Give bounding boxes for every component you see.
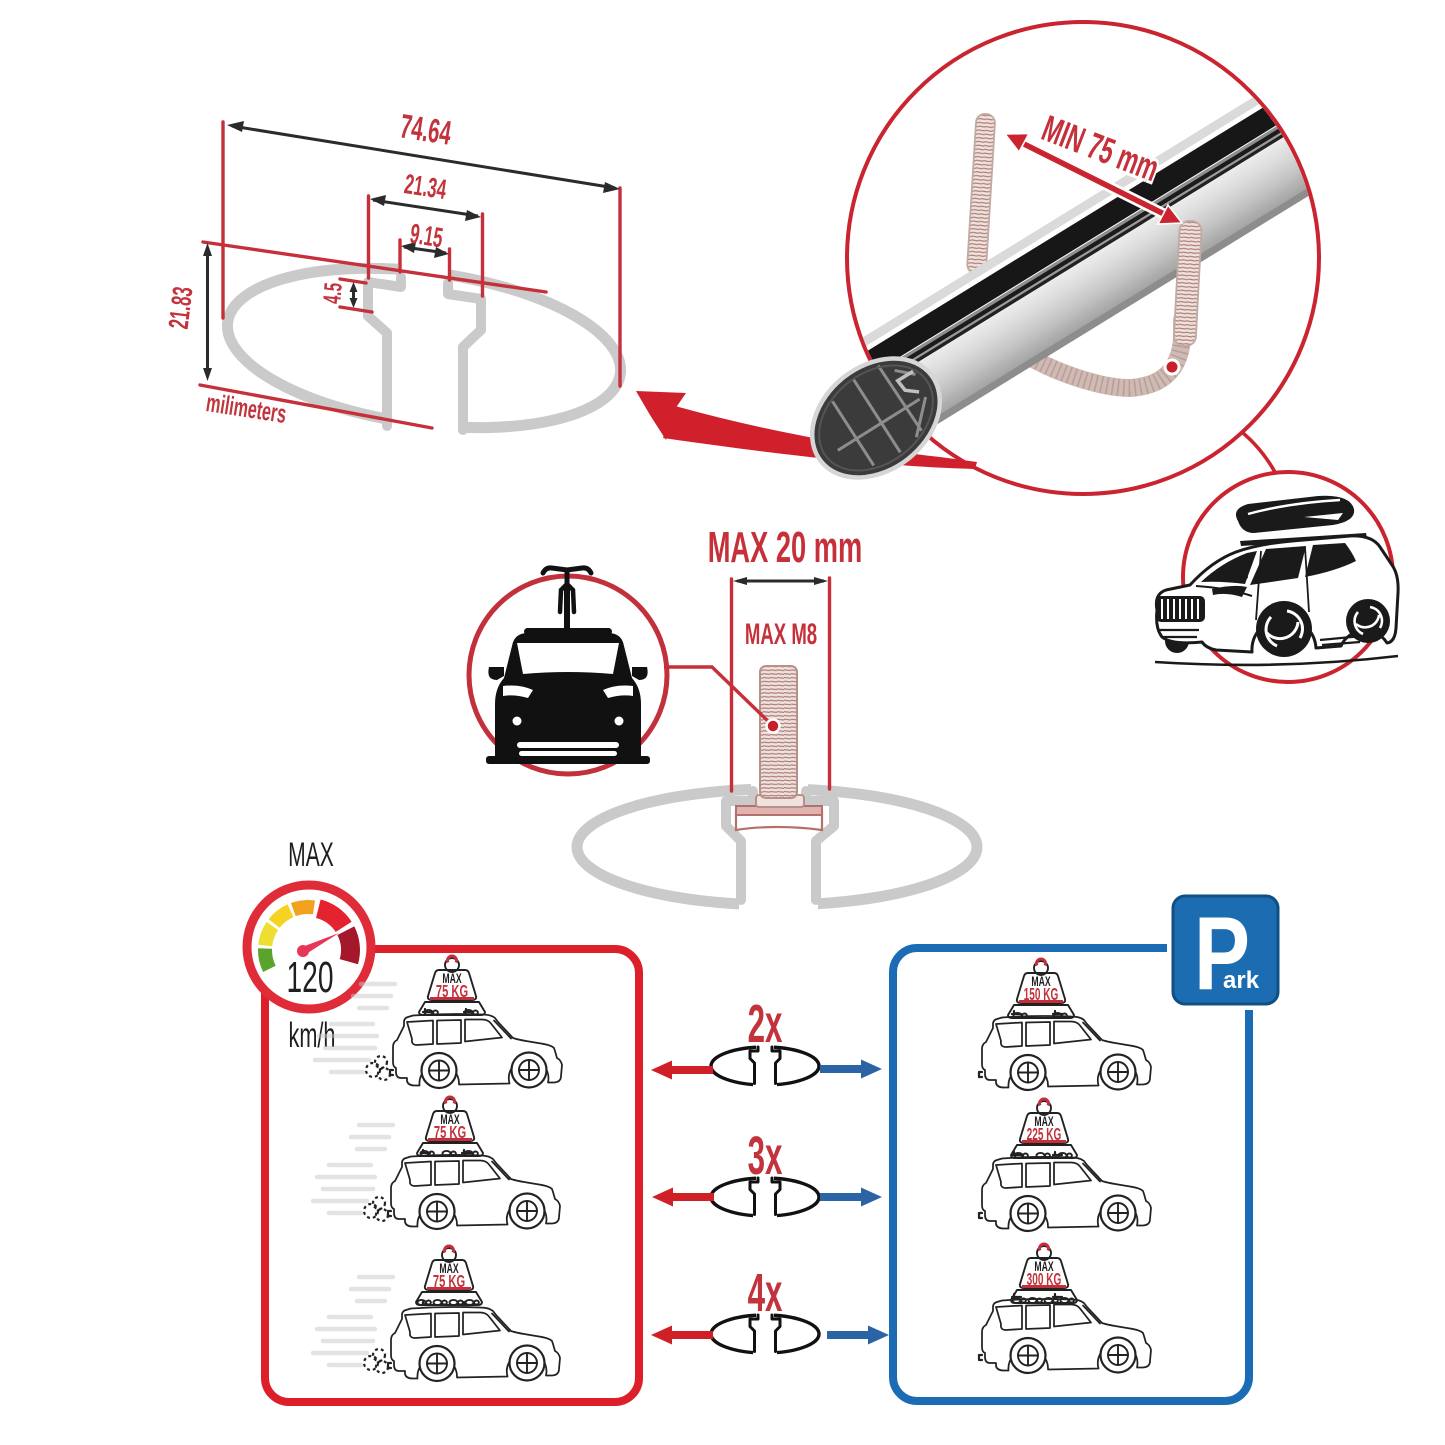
svg-text:74.64: 74.64 <box>398 107 454 152</box>
svg-text:75 KG: 75 KG <box>434 1122 466 1142</box>
svg-text:MAX: MAX <box>440 1112 459 1128</box>
svg-text:21.83: 21.83 <box>162 285 198 331</box>
svg-text:MAX 20 mm: MAX 20 mm <box>708 522 863 571</box>
svg-text:MAX M8: MAX M8 <box>745 618 817 652</box>
svg-text:75 KG: 75 KG <box>433 1271 465 1291</box>
svg-text:4.5: 4.5 <box>318 282 348 305</box>
svg-text:milimeters: milimeters <box>204 387 288 429</box>
svg-text:P: P <box>1194 896 1250 1012</box>
svg-text:225 KG: 225 KG <box>1027 1125 1062 1145</box>
svg-text:MAX: MAX <box>1034 1259 1053 1275</box>
svg-text:MAX: MAX <box>1034 1114 1053 1130</box>
svg-text:75 KG: 75 KG <box>436 981 468 1001</box>
svg-text:120: 120 <box>287 953 334 1002</box>
svg-text:MAX: MAX <box>288 835 334 873</box>
svg-text:9.15: 9.15 <box>408 217 445 253</box>
svg-text:300 KG: 300 KG <box>1027 1270 1062 1290</box>
svg-text:21.34: 21.34 <box>402 168 448 206</box>
svg-text:MAX: MAX <box>442 971 461 987</box>
svg-text:2x: 2x <box>748 994 783 1054</box>
svg-text:150 KG: 150 KG <box>1024 985 1059 1005</box>
svg-text:MAX: MAX <box>439 1261 458 1277</box>
svg-text:4x: 4x <box>748 1263 783 1323</box>
svg-text:ark: ark <box>1223 967 1260 994</box>
svg-text:MAX: MAX <box>1031 974 1050 990</box>
svg-text:3x: 3x <box>748 1126 783 1186</box>
